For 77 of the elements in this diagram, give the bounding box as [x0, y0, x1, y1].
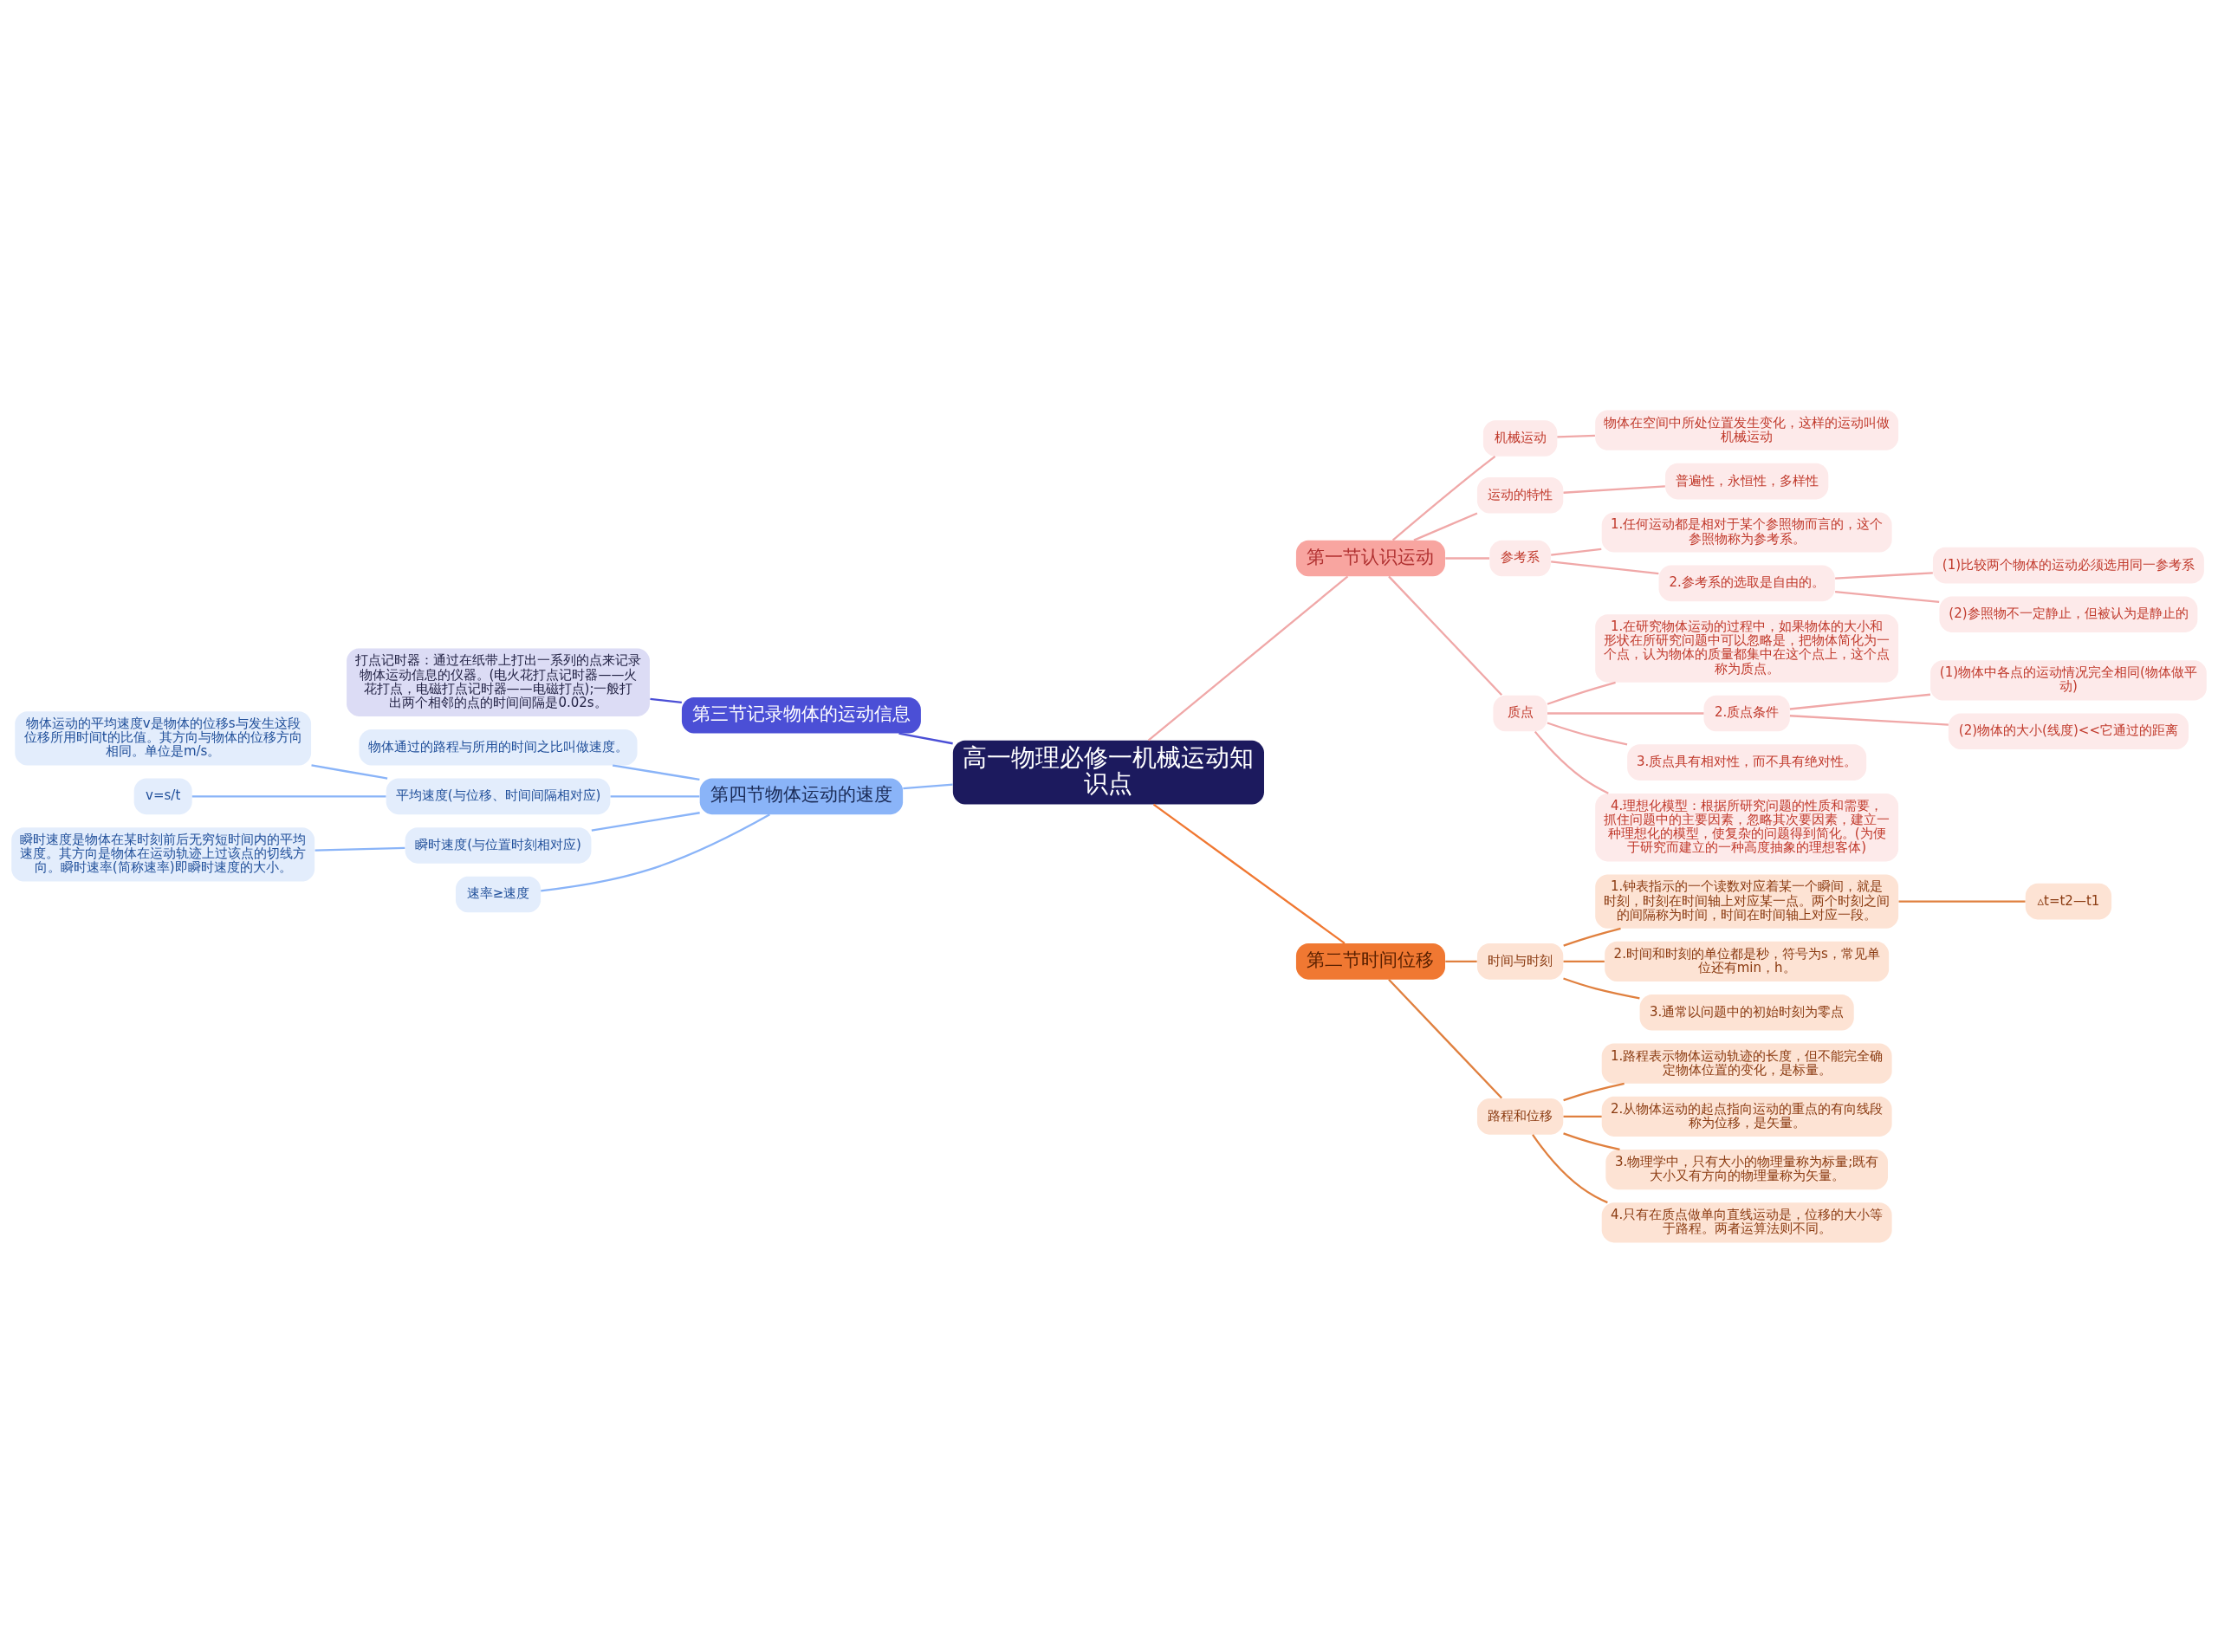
node-box: v=s/t	[133, 778, 192, 814]
connector	[1391, 455, 1496, 541]
node-box: 瞬时速度是物体在某时刻前后无穷短时间内的平均速度。其方向是物体在运动轨迹上过该点的切线方向。瞬时速率(简称速率)即瞬时速度的大小。	[11, 826, 315, 881]
node-box: 2.质点条件	[1703, 695, 1790, 731]
node-box: 4.只有在质点做单向直线运动是，位移的大小等于路程。两者运算法则不同。	[1601, 1202, 1892, 1242]
node-box: 物体在空间中所处位置发生变化，这样的运动叫做机械运动	[1595, 410, 1899, 450]
connector	[903, 783, 953, 789]
connector	[1532, 1133, 1608, 1203]
connector	[1547, 681, 1616, 705]
node-box: 2.时间和时刻的单位都是秒，符号为s，常见单位还有min，h。	[1605, 941, 1890, 981]
connector	[1563, 976, 1640, 999]
node-box: 打点记时器：通过在纸带上打出一系列的点来记录物体运动信息的仪器。(电火花打点记时器——火花打点，电磁打点记时器——电磁打点);一般打出两个相邻的点的时间间隔是0.02s。	[347, 647, 650, 716]
node-box: 1.在研究物体运动的过程中，如果物体的大小和形状在所研究问题中可以忽略是，把物体简化为一个点，认为物体的质量都集中在这个点上，这个点称为质点。	[1595, 613, 1899, 683]
connector	[1563, 1115, 1602, 1118]
connector	[1898, 899, 2026, 903]
node-box: 普遍性，永恒性，多样性	[1665, 463, 1829, 499]
node-box: (1)比较两个物体的运动必须选用同一参考系	[1932, 547, 2204, 583]
connector	[1445, 960, 1477, 962]
connector	[1551, 560, 1659, 574]
node-box: 瞬时速度(与位置时刻相对应)	[405, 826, 592, 864]
connector	[1547, 711, 1704, 715]
node-box: 运动的特性	[1476, 476, 1564, 514]
node-box: 第三节记录物体的运动信息	[681, 696, 921, 734]
connector	[591, 811, 700, 832]
node-box: 3.质点具有相对性，而不具有绝对性。	[1627, 743, 1867, 781]
node-box: 第一节认识运动	[1295, 540, 1445, 576]
node-box: 速率≥速度	[455, 876, 542, 912]
connector	[1835, 571, 1933, 580]
node-box: (1)物体中各点的运动情况完全相同(物体做平动)	[1930, 659, 2207, 700]
connector	[1789, 693, 1931, 710]
node-box: 质点	[1493, 695, 1547, 731]
node-box: 第二节时间位移	[1295, 943, 1445, 980]
connector	[1563, 484, 1665, 494]
connector	[1563, 1082, 1625, 1101]
node-box: 物体通过的路程与所用的时间之比叫做速度。	[359, 729, 638, 766]
node-box: 机械运动	[1482, 419, 1558, 457]
connector	[1534, 730, 1609, 794]
node-box: 4.理想化模型：根据所研究问题的性质和需要，抓住问题中的主要因素，忽略其次要因素，建立一种理想化的模型，使复杂的问题得到简化。(为便于研究而建立的一种高度抽象的理想客体)	[1595, 793, 1899, 861]
node-box: 参考系	[1489, 540, 1551, 576]
node-box: 3.通常以问题中的初始时刻为零点	[1639, 994, 1854, 1031]
node-box: 3.物理学中，只有大小的物理量称为标量;既有大小又有方向的物理量称为矢量。	[1605, 1149, 1888, 1189]
node-box: (2)参照物不一定静止，但被认为是静止的	[1939, 595, 2198, 632]
connector	[1445, 556, 1489, 560]
connector	[1789, 714, 1949, 726]
node-box: 物体运动的平均速度v是物体的位移s与发生这段位移所用时间t的比值。其方向与物体的位移方向相同。单位是m/s。	[15, 710, 312, 766]
connector	[610, 794, 700, 797]
connector	[1388, 978, 1502, 1098]
connector	[650, 697, 682, 703]
node-box: 2.参考系的选取是自由的。	[1658, 565, 1835, 601]
node-box: 1.任何运动都是相对于某个参照物而言的，这个参照物称为参考系。	[1601, 511, 1892, 553]
connector	[898, 732, 953, 744]
connector	[311, 763, 388, 780]
connector	[191, 794, 386, 797]
connector	[541, 813, 770, 891]
node-box: 1.路程表示物体运动轨迹的长度，但不能完全确定物体位置的变化，是标量。	[1601, 1043, 1892, 1084]
connector	[612, 763, 700, 781]
connector	[1551, 547, 1602, 556]
connector	[1547, 721, 1628, 745]
node-box: 2.从物体运动的起点指向运动的重点的有向线段称为位移，是矢量。	[1601, 1096, 1892, 1137]
node-box: 时间与时刻	[1476, 943, 1564, 980]
node-box: 高一物理必修一机械运动知识点	[952, 740, 1264, 805]
connector	[1563, 1131, 1620, 1150]
connector	[1557, 434, 1595, 438]
node-box: ▵t=t2—t1	[2025, 883, 2112, 919]
connector	[1413, 511, 1478, 541]
connector	[1388, 575, 1502, 696]
node-box: 平均速度(与位移、时间间隔相对应)	[386, 778, 611, 814]
connector	[1147, 574, 1349, 742]
node-box: (2)物体的大小(线度)<<它通过的距离	[1948, 713, 2189, 749]
connector	[1835, 590, 1940, 603]
node-box: 1.钟表指示的一个读数对应着某一个瞬间，就是时刻，时刻在时间轴上对应某一点。两个时刻之间的间隔称为时间，时间在时间轴上对应一段。	[1595, 873, 1899, 929]
node-box: 路程和位移	[1476, 1098, 1564, 1135]
connector	[1563, 927, 1621, 947]
connector	[1152, 803, 1346, 944]
connector	[315, 846, 405, 852]
connector	[1563, 960, 1605, 962]
node-box: 第四节物体运动的速度	[699, 778, 904, 814]
